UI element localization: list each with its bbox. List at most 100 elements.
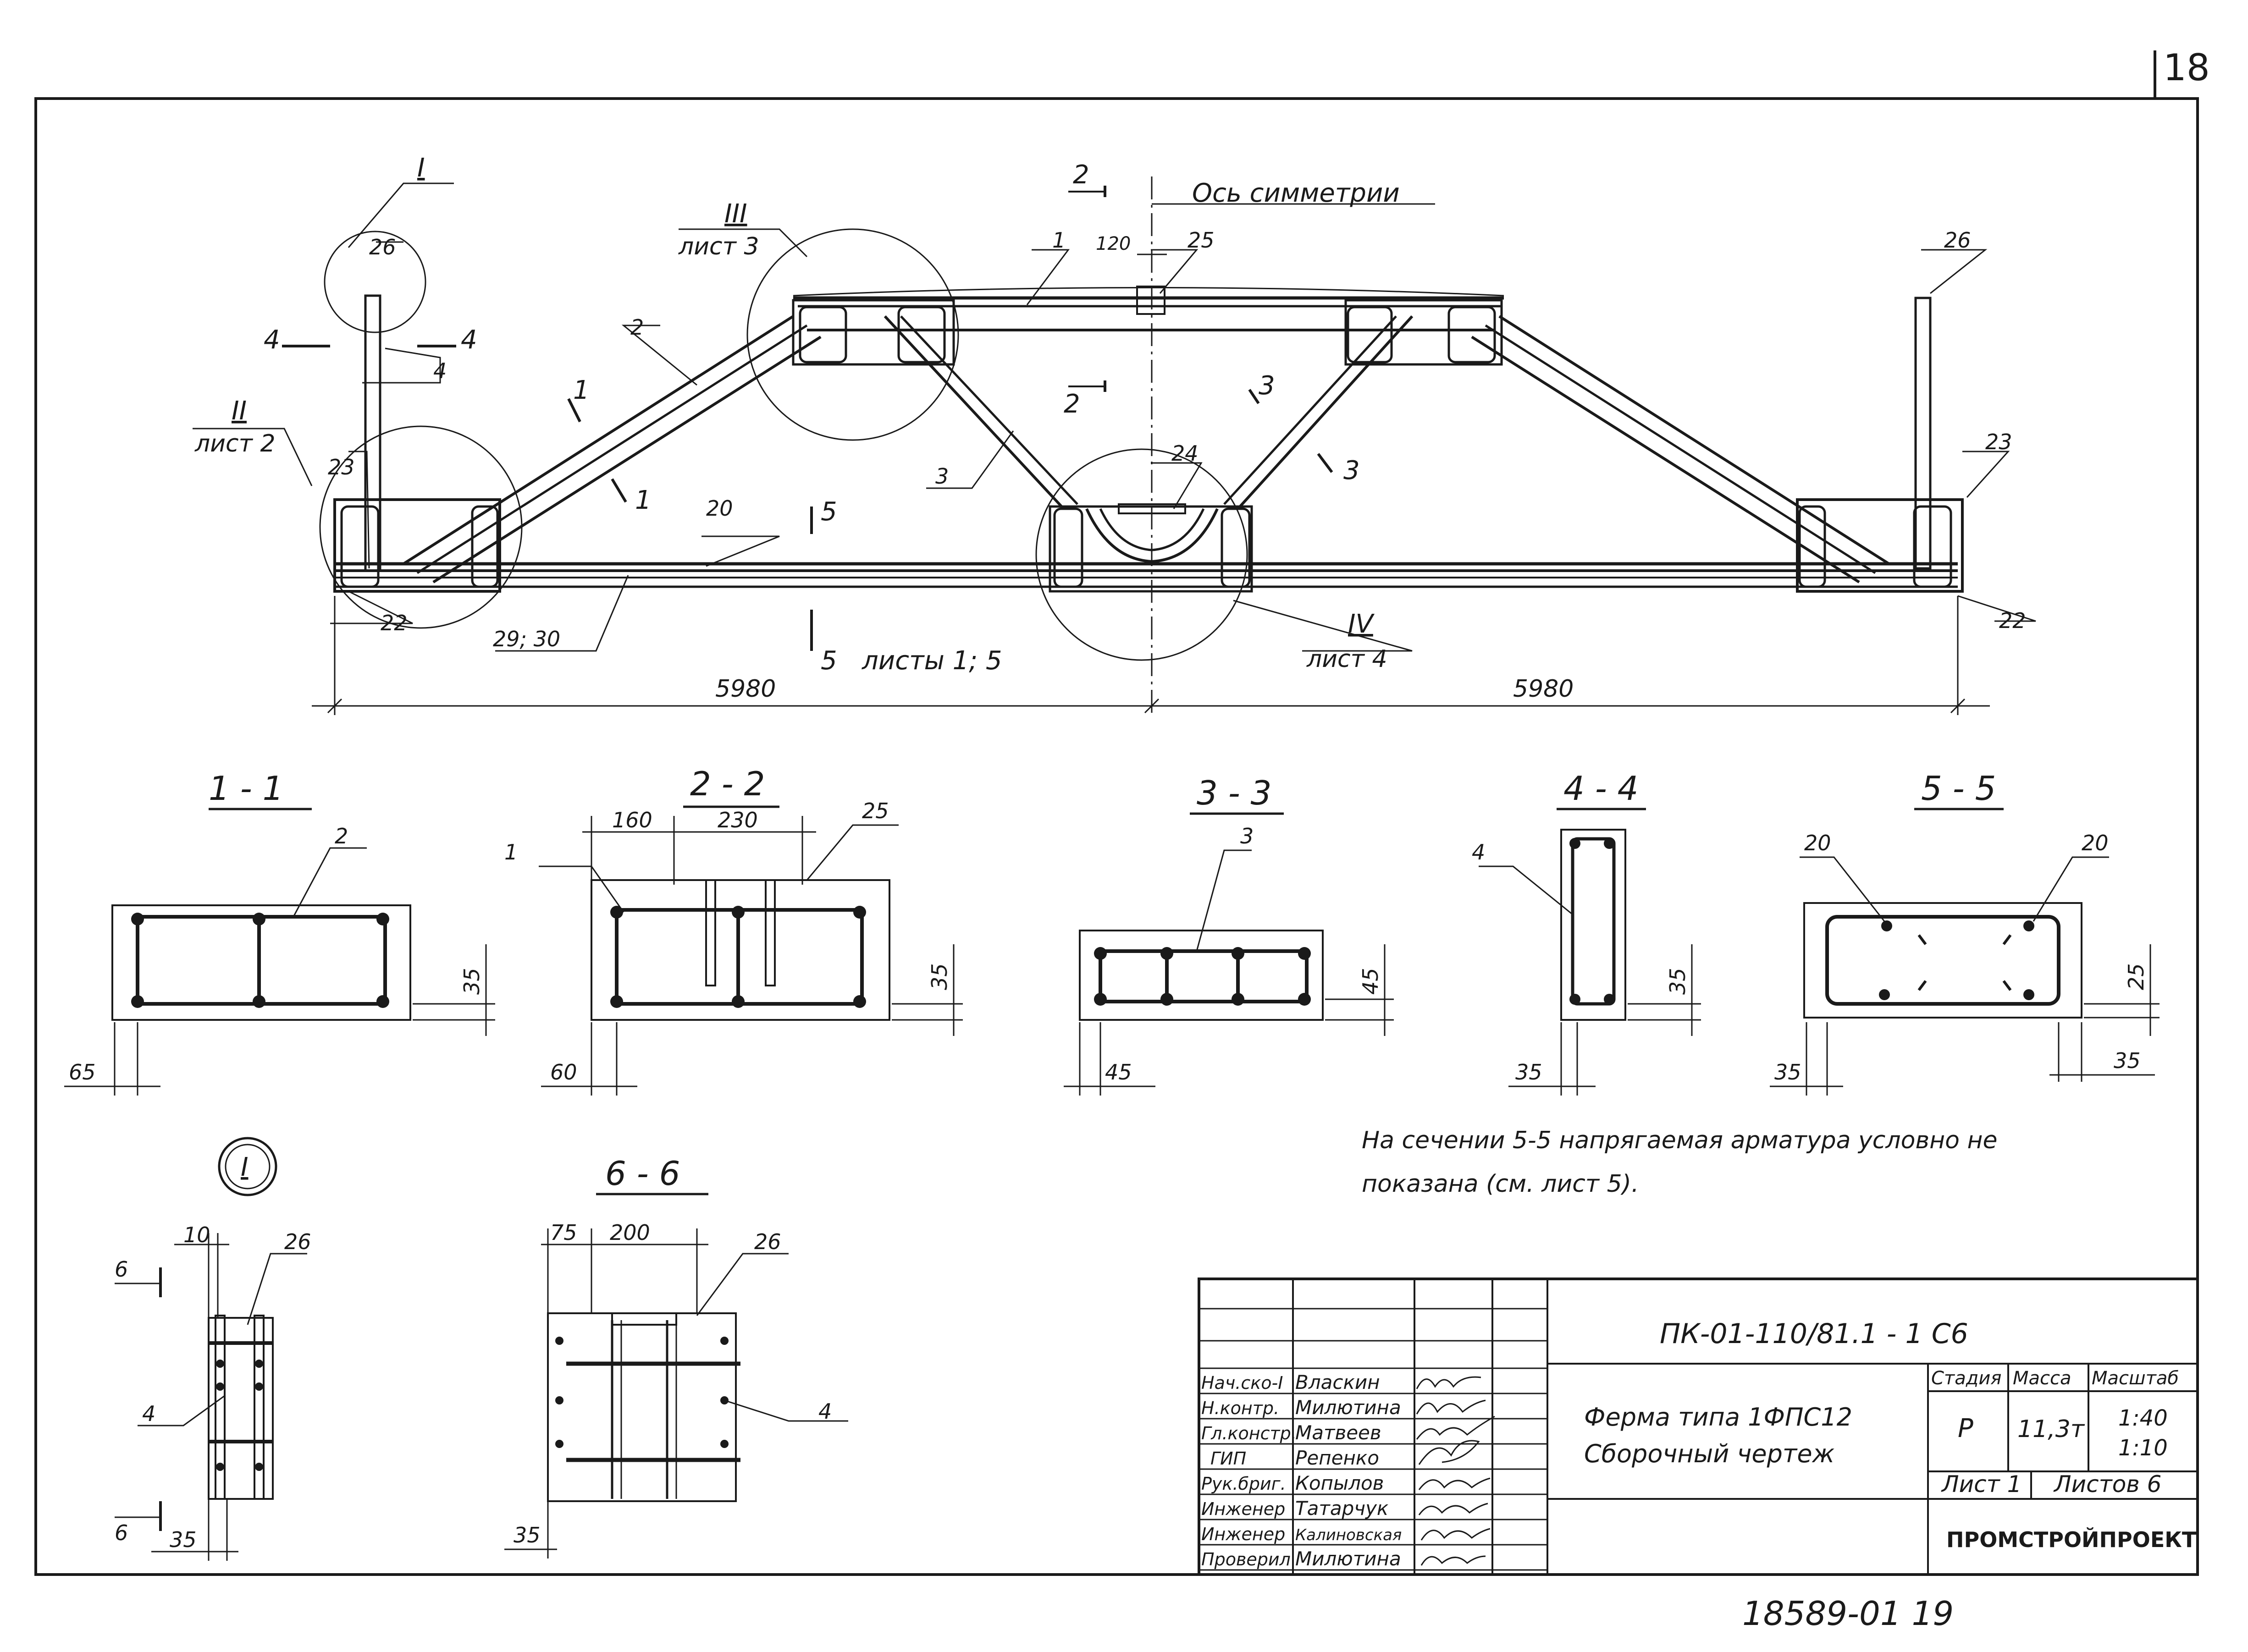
doc-name-2: Сборочный чертеж bbox=[1584, 1439, 1835, 1468]
pos-20: 20 bbox=[706, 496, 733, 521]
section-2-2-dim-h: 60 bbox=[550, 1060, 577, 1085]
section-3-3-dim-v: 45 bbox=[1358, 968, 1383, 995]
pos-4: 4 bbox=[433, 358, 447, 383]
section-3-3-pos: 3 bbox=[1240, 824, 1254, 848]
section-5-5-pos-b: 20 bbox=[2082, 831, 2109, 855]
value-mass: 11,3т bbox=[2017, 1415, 2085, 1443]
node-I-label: I bbox=[417, 153, 425, 183]
section-4-4-pos: 4 bbox=[1472, 840, 1485, 865]
pos-23-left: 23 bbox=[328, 455, 355, 479]
cut-2-lower: 2 bbox=[1064, 389, 1080, 419]
node-II-sheet: лист 2 bbox=[194, 430, 276, 457]
cut-1-upper: 1 bbox=[573, 375, 590, 405]
left-post bbox=[364, 294, 381, 572]
signatures bbox=[1416, 1376, 1495, 1566]
title-block: Нач.ско-I Власкин Н.контр. Милютина Гл.к… bbox=[1198, 1278, 2199, 1576]
section-2-2-dim-b: 230 bbox=[718, 808, 758, 832]
section-5-5-dim-v: 25 bbox=[2124, 963, 2149, 990]
node-III-label: III bbox=[724, 199, 747, 229]
dim-120: 120 bbox=[1096, 233, 1131, 254]
section-4-4-dim-v: 35 bbox=[1665, 968, 1690, 995]
section-6-6-dim-a: 75 bbox=[550, 1220, 577, 1245]
header-stage: Стадия bbox=[1931, 1368, 2001, 1389]
section-4-4-dim-h: 35 bbox=[1515, 1060, 1542, 1085]
sheet-number: 18 bbox=[2163, 46, 2210, 89]
section-2-2-pos-b: 25 bbox=[862, 798, 889, 823]
person-role-5: Рук.бриг. bbox=[1201, 1474, 1286, 1494]
person-role-4: ГИП bbox=[1210, 1448, 1246, 1469]
node-detail-dim-bottom: 35 bbox=[170, 1527, 197, 1552]
section-5-5: 5 - 5 20 20 25 35 bbox=[1770, 769, 2160, 1096]
section-1-1-dim-v: 35 bbox=[459, 968, 484, 995]
person-role-1: Нач.ско-I bbox=[1201, 1373, 1283, 1393]
section-3-3: 3 - 3 3 45 45 bbox=[1064, 774, 1394, 1096]
person-role-3: Гл.констр. bbox=[1201, 1423, 1297, 1443]
right-support-block bbox=[1796, 498, 1964, 593]
header-scale: Масштаб bbox=[2092, 1368, 2179, 1389]
section-6-6-dim-bottom: 35 bbox=[514, 1523, 541, 1547]
value-scale-1: 1:40 bbox=[2118, 1405, 2168, 1431]
section-2-2-dim-v: 35 bbox=[927, 963, 952, 990]
node-detail-dim-top: 10 bbox=[183, 1222, 210, 1247]
node-I-circle bbox=[324, 231, 426, 333]
left-support-block bbox=[333, 498, 501, 593]
section-1-1-pos: 2 bbox=[335, 824, 348, 848]
organization: ПРОМСТРОЙПРОЕКТ bbox=[1946, 1527, 2197, 1552]
truss-elevation: Ось симметрии bbox=[193, 153, 2036, 715]
pos-26-right: 26 bbox=[1944, 228, 1971, 253]
span-right: 5980 bbox=[1513, 675, 1574, 703]
pos-25: 25 bbox=[1188, 228, 1215, 253]
node-II-label: II bbox=[232, 396, 247, 426]
top-left-node-block bbox=[792, 299, 955, 366]
sheet-index: Лист 1 bbox=[1941, 1471, 2022, 1498]
section-5-5-title: 5 - 5 bbox=[1921, 769, 1996, 808]
sheet-count: Листов 6 bbox=[2053, 1471, 2161, 1498]
section-4-4-title: 4 - 4 bbox=[1563, 769, 1638, 808]
node-detail-pos-b: 4 bbox=[142, 1401, 155, 1426]
pos-22-left: 22 bbox=[381, 611, 408, 635]
node-IV-circle bbox=[1035, 448, 1248, 661]
cut-4-left: 4 bbox=[264, 325, 280, 355]
pos-1: 1 bbox=[1052, 228, 1066, 253]
value-stage: Р bbox=[1958, 1414, 1973, 1443]
node-detail-pos-a: 26 bbox=[284, 1229, 311, 1254]
section-6-6-pos-b: 4 bbox=[818, 1399, 832, 1424]
value-scale-2: 1:10 bbox=[2118, 1435, 2168, 1461]
doc-code: ПК-01-110/81.1 - 1 С6 bbox=[1660, 1318, 1968, 1350]
person-name-1: Власкин bbox=[1295, 1371, 1380, 1393]
cut-5-upper: 5 bbox=[821, 497, 837, 527]
section-1-1-dim-h: 65 bbox=[69, 1060, 96, 1085]
person-role-2: Н.контр. bbox=[1201, 1398, 1279, 1418]
node-detail-cut-bottom: 6 bbox=[115, 1520, 128, 1545]
node-detail-label: I bbox=[241, 1152, 249, 1182]
person-name-5: Копылов bbox=[1295, 1472, 1384, 1494]
person-role-6: Инженер bbox=[1201, 1499, 1285, 1519]
right-diagonal bbox=[1471, 315, 1890, 584]
pos-23-right: 23 bbox=[1985, 430, 2012, 454]
section-2-2-pos-a: 1 bbox=[504, 840, 518, 865]
pos-29-30: 29; 30 bbox=[493, 627, 560, 651]
pos-22-right: 22 bbox=[1999, 608, 2026, 633]
person-role-7: Инженер bbox=[1201, 1524, 1285, 1544]
section-4-4: 4 - 4 4 35 35 bbox=[1472, 769, 1701, 1096]
node-detail-cut-top: 6 bbox=[115, 1257, 128, 1282]
symmetry-axis-label: Ось симметрии bbox=[1192, 178, 1400, 208]
cut-5-sheets: листы 1; 5 bbox=[862, 646, 1002, 676]
section-1-1-title: 1 - 1 bbox=[209, 769, 283, 808]
cut-3-upper: 3 bbox=[1259, 371, 1275, 401]
cut-1-lower: 1 bbox=[635, 485, 652, 515]
node-IV-label: IV bbox=[1348, 609, 1375, 639]
top-right-node-block bbox=[1344, 299, 1503, 366]
section-2-2-title: 2 - 2 bbox=[690, 765, 765, 803]
pos-26-left: 26 bbox=[369, 235, 396, 259]
cut-5-lower: 5 bbox=[821, 646, 837, 676]
section-2-2: 2 - 2 1 25 160 230 35 60 bbox=[504, 765, 963, 1096]
section-6-6-pos-a: 26 bbox=[754, 1229, 781, 1254]
person-name-6: Татарчук bbox=[1295, 1497, 1389, 1520]
section-6-6-title: 6 - 6 bbox=[605, 1154, 680, 1193]
right-inner-diagonal bbox=[1223, 315, 1414, 510]
cut-4-right: 4 bbox=[461, 325, 477, 355]
section-3-3-title: 3 - 3 bbox=[1197, 774, 1271, 812]
person-role-8: Проверил bbox=[1201, 1549, 1291, 1569]
